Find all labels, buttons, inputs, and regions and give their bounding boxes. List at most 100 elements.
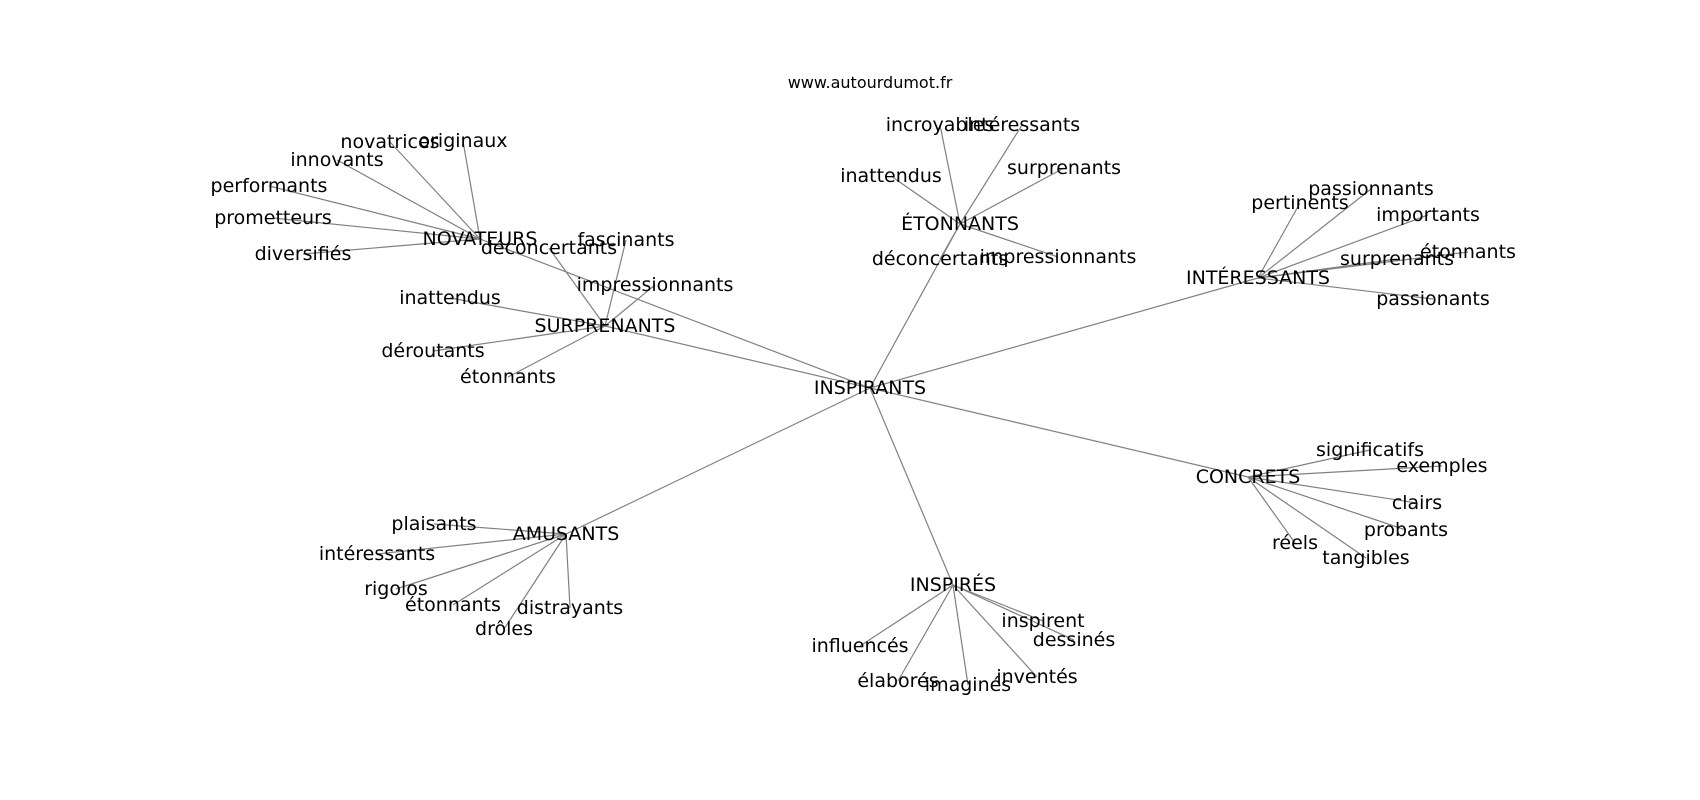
child-node-label: exemples (1396, 455, 1487, 477)
edge-hub-child (897, 584, 954, 682)
child-node-label: prometteurs (214, 207, 332, 229)
child-node-label: intéressants (964, 114, 1080, 136)
hub-node-label: SURPRENANTS (535, 315, 676, 337)
edge-hub-child (449, 297, 606, 327)
edge-hub-child (548, 247, 606, 327)
child-node-label: influencés (811, 635, 908, 657)
child-node-label: élaborés (857, 670, 938, 692)
edge-hub-child (1247, 449, 1371, 478)
edge-hub-child (503, 533, 567, 630)
edge-center-hub (565, 387, 871, 535)
child-node-label: étonnants (405, 594, 501, 616)
edge-hub-child (952, 584, 1038, 678)
edge-hub-child (1257, 188, 1372, 279)
edge-hub-child (959, 223, 1059, 258)
edge-hub-child (959, 167, 1065, 225)
child-node-label: inattendus (399, 287, 501, 309)
edge-hub-child (433, 523, 567, 535)
edge-hub-child (395, 533, 567, 590)
edge-hub-child (1257, 277, 1434, 300)
edge-hub-child (376, 533, 567, 555)
child-node-label: incroyables (886, 114, 995, 136)
edge-hub-child (452, 533, 567, 606)
edge-hub-child (302, 238, 481, 255)
edge-hub-child (1247, 476, 1367, 559)
edge-hub-child (604, 284, 656, 327)
child-node-label: impressionnants (980, 246, 1137, 268)
child-node-label: passionnants (1308, 178, 1434, 200)
child-node-label: inattendus (840, 165, 942, 187)
child-node-label: surprenants (1007, 157, 1121, 179)
child-node-label: drôles (475, 618, 533, 640)
child-node-label: novatrices (340, 131, 439, 153)
child-node-label: intéressants (319, 543, 435, 565)
hub-node-label: CONCRETS (1196, 466, 1301, 488)
edge-hub-child (1247, 476, 1418, 504)
child-node-label: réels (1272, 532, 1318, 554)
edge-hub-child (890, 175, 961, 225)
edge-center-hub (869, 387, 954, 586)
edge-hub-child (1257, 214, 1429, 279)
graph-labels: INSPIRANTS fascinants impressionnants inatt… (211, 114, 1516, 696)
child-node-label: imaginés (925, 674, 1011, 696)
child-node-label: fascinants (577, 229, 674, 251)
edge-hub-child (939, 124, 961, 225)
child-node-label: inspirent (1001, 610, 1084, 632)
edge-hub-child (268, 185, 481, 240)
graph-edges (268, 124, 1469, 686)
edge-hub-child (272, 217, 481, 240)
child-node-label: clairs (1392, 492, 1442, 514)
child-node-label: déconcertants (481, 237, 617, 259)
edge-hub-child (432, 325, 606, 352)
edge-hub-child (1247, 465, 1443, 478)
edge-hub-child (1257, 202, 1301, 279)
child-node-label: rigolos (364, 578, 428, 600)
edge-hub-child (336, 159, 481, 240)
hub-node-label: INSPIRÉS (910, 573, 996, 596)
edge-hub-child (939, 223, 961, 260)
edge-center-hub (604, 325, 871, 389)
edge-hub-child (389, 141, 481, 240)
edge-hub-child (604, 239, 627, 327)
child-node-label: étonnants (1420, 241, 1516, 263)
source-label: www.autourdumot.fr (788, 73, 953, 92)
child-node-label: surprenants (1340, 248, 1454, 270)
edge-hub-child (952, 584, 1075, 641)
child-node-label: impressionnants (577, 274, 734, 296)
child-node-label: importants (1376, 204, 1480, 226)
child-node-label: dessinés (1033, 629, 1115, 651)
edge-hub-child (859, 584, 954, 647)
child-node-label: plaisants (391, 513, 476, 535)
edge-hub-child (952, 584, 1044, 622)
edge-hub-child (565, 533, 571, 609)
edge-hub-child (1247, 476, 1407, 531)
hub-node-label: ÉTONNANTS (901, 212, 1019, 235)
child-node-label: déroutants (381, 340, 484, 362)
edge-center-hub (869, 277, 1259, 389)
hub-node-label: NOVATEURS (423, 228, 538, 250)
child-node-label: diversifiés (255, 243, 352, 265)
child-node-label: significatifs (1316, 439, 1424, 461)
child-node-label: performants (211, 175, 328, 197)
child-node-label: inventés (996, 666, 1077, 688)
child-node-label: innovants (290, 149, 383, 171)
edge-center-hub (869, 387, 1249, 478)
edge-hub-child (959, 124, 1023, 225)
hub-node-label: INTÉRESSANTS (1186, 266, 1330, 289)
edge-hub-child (952, 584, 969, 686)
child-node-label: pertinents (1251, 192, 1348, 214)
child-node-label: étonnants (460, 366, 556, 388)
child-node-label: probants (1364, 519, 1448, 541)
edge-hub-child (1247, 476, 1296, 544)
child-node-label: tangibles (1322, 547, 1409, 569)
edge-hub-child (1257, 258, 1398, 279)
child-node-label: déconcertants (872, 248, 1008, 270)
child-node-label: distrayants (517, 597, 623, 619)
child-node-label: passionants (1376, 288, 1489, 310)
center-node-label: INSPIRANTS (814, 377, 926, 399)
child-node-label: originaux (418, 130, 507, 152)
edge-hub-child (462, 140, 481, 240)
edge-hub-child (507, 325, 606, 378)
edge-center-hub (479, 238, 871, 389)
